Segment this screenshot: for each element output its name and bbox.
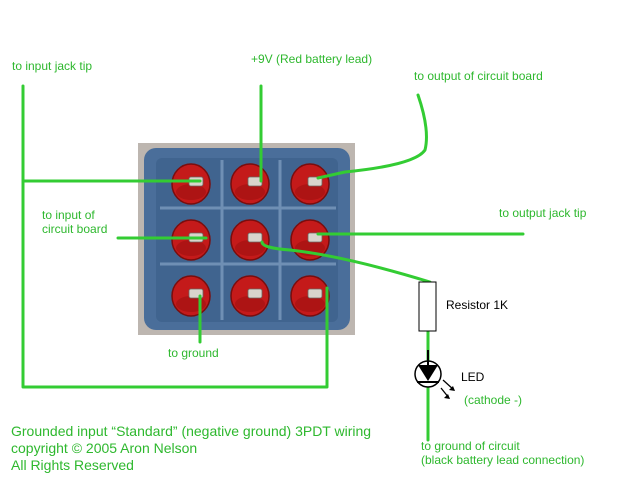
wires: [21, 84, 525, 442]
resistor-symbol: [418, 281, 437, 332]
led-triangle: [418, 365, 438, 381]
led-light-arrowhead-2: [444, 394, 450, 399]
switch-pin-bottom-center: [230, 275, 270, 317]
switch-pin-middle-left: [171, 219, 211, 261]
footer-title: Grounded input “Standard” (negative grou…: [11, 423, 371, 439]
switch-pin-top-center: [230, 163, 270, 205]
label-ground-circuit-2: (black battery lead connection): [421, 453, 584, 467]
label-battery-red: +9V (Red battery lead): [251, 52, 372, 66]
label-ground: to ground: [168, 346, 219, 360]
switch-pins: [171, 163, 330, 317]
switch-photo: [138, 143, 355, 335]
label-input-circuit-board-2: circuit board: [42, 222, 107, 236]
switch-pin-bottom-left: [171, 275, 211, 317]
switch-pin-middle-center: [230, 219, 270, 261]
label-output-jack-tip: to output jack tip: [499, 206, 587, 220]
footer-rights: All Rights Reserved: [11, 457, 134, 473]
switch-pin-top-right: [290, 163, 330, 205]
wire-output-circuit-board: [316, 93, 428, 180]
label-input-circuit-board-1: to input of: [42, 208, 95, 222]
switch-pin-top-left: [171, 163, 211, 205]
switch-pin-bottom-right: [290, 275, 330, 317]
led-light-arrowhead-1: [449, 386, 455, 391]
label-input-jack-tip: to input jack tip: [12, 59, 92, 73]
label-resistor: Resistor 1K: [446, 298, 508, 312]
label-ground-circuit-1: to ground of circuit: [421, 439, 520, 453]
label-output-circuit-board: to output of circuit board: [414, 69, 543, 83]
switch-grid: [160, 160, 336, 320]
wire-input-jack-tip: [21, 84, 329, 389]
led-symbol: [414, 350, 455, 399]
label-led: LED: [461, 370, 485, 384]
wire-center-to-resistor: [260, 240, 432, 284]
label-cathode: (cathode -): [464, 393, 522, 407]
footer-copyright: copyright © 2005 Aron Nelson: [11, 440, 197, 456]
